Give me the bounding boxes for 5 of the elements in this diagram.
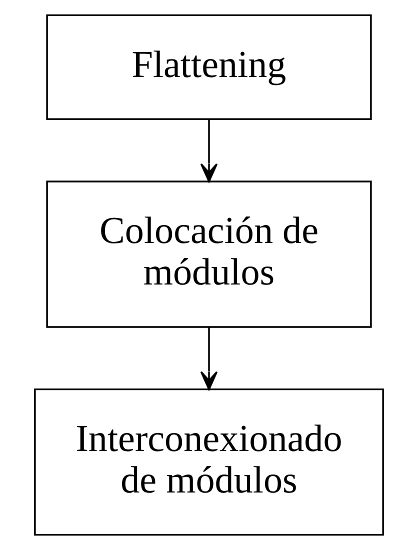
arrow	[200, 120, 218, 182]
arrow	[200, 327, 218, 390]
node-box: Flattening	[46, 14, 372, 120]
node-box: Interconexionado de módulos	[34, 388, 384, 536]
node-box: Colocación de módulos	[46, 180, 372, 328]
